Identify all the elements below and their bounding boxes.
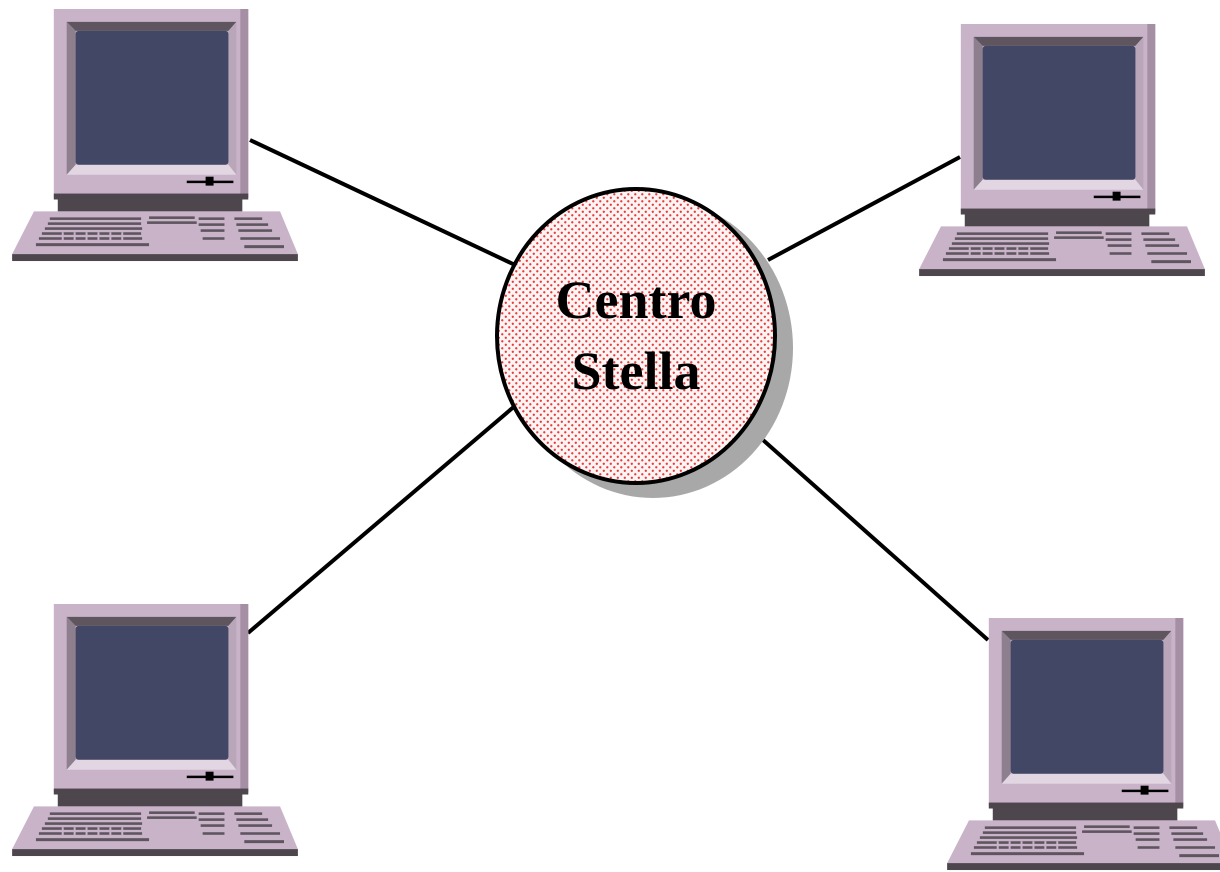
hub-label-line1: Centro [556,270,717,330]
link-bottom-right [761,438,990,642]
hub-node: Centro Stella [495,187,793,498]
computer-icon [12,604,298,857]
computer-icon [12,9,298,262]
computer-icon [919,24,1205,277]
link-top-right [767,155,961,262]
hub-label-line2: Stella [572,341,701,401]
computer-icon [947,618,1220,871]
network-links [246,138,990,642]
hub-circle [495,187,777,485]
link-bottom-left [246,403,518,635]
link-top-left [249,138,514,266]
